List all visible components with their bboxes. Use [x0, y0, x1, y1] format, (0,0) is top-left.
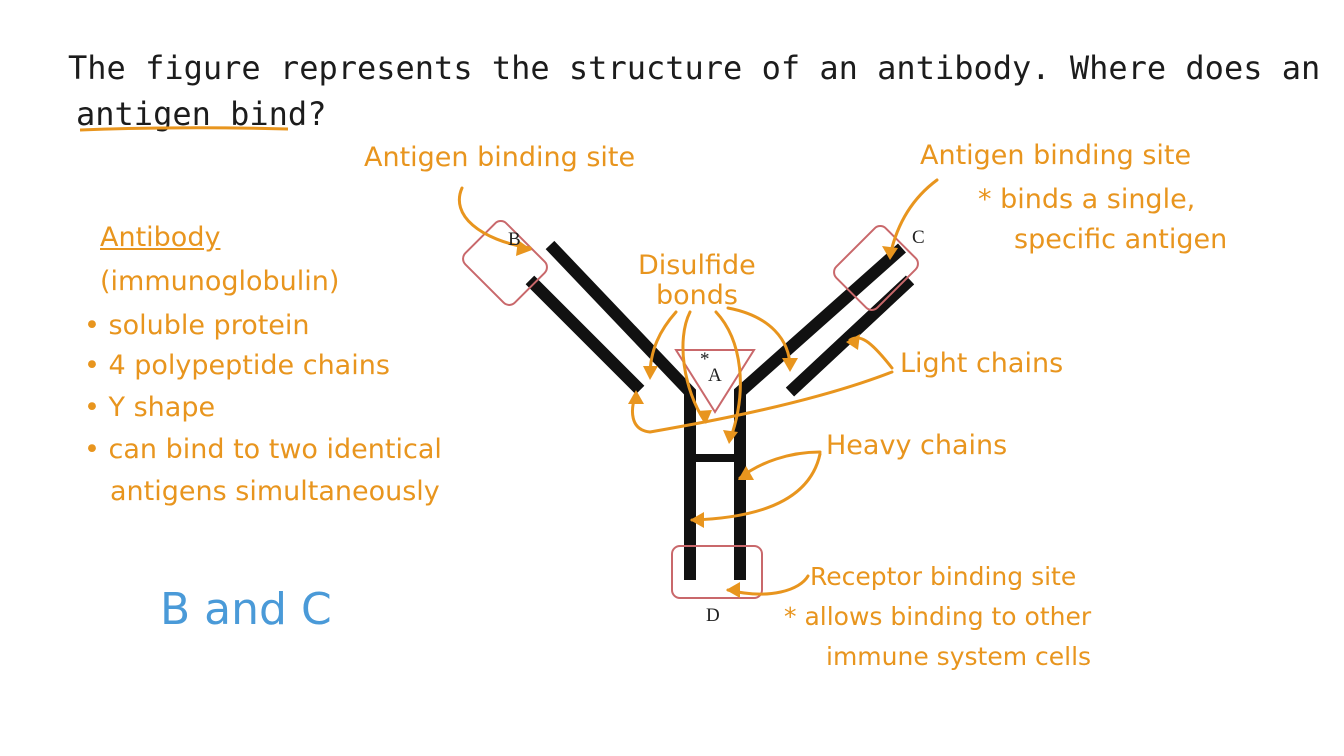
antigen-site-right-note-1: * binds a single,	[978, 184, 1196, 215]
label-b: B	[508, 229, 521, 250]
arrow-light-2	[631, 370, 894, 434]
label-a-asterisk: *	[700, 349, 710, 370]
label-d: D	[706, 605, 720, 626]
arrow-heads	[516, 240, 898, 598]
light-chains-shape	[525, 275, 915, 397]
arrow-heavy-1	[738, 450, 822, 480]
label-a: A	[708, 365, 722, 386]
notes-bullet-3: • Y shape	[84, 392, 216, 423]
answer-text: B and C	[160, 584, 332, 635]
question-underline	[79, 126, 289, 132]
binding-box-c	[833, 225, 919, 311]
bullet-text: can bind to two identical	[108, 434, 442, 465]
antigen-site-right-label: Antigen binding site	[920, 140, 1192, 171]
disulfide-label-2: bonds	[656, 280, 738, 311]
disulfide-label-1: Disulfide	[638, 250, 756, 281]
light-chains-label: Light chains	[900, 348, 1064, 379]
bullet-text: Y shape	[108, 392, 216, 423]
question-line-1: The figure represents the structure of a…	[68, 49, 1321, 87]
question-line-2: antigen bind?	[76, 98, 326, 130]
label-c: C	[912, 227, 925, 248]
antigen-site-left-label: Antigen binding site	[364, 142, 636, 173]
region-a-triangle	[674, 349, 756, 414]
arrow-disulfide-3	[714, 310, 742, 442]
arrow-receptor	[726, 574, 810, 596]
question-mark: ?	[307, 95, 327, 133]
notes-bullet-2: • 4 polypeptide chains	[84, 350, 390, 381]
bullet-text: soluble protein	[108, 310, 310, 341]
antigen-site-right-note-2: specific antigen	[1014, 224, 1228, 255]
receptor-note-2: immune system cells	[826, 642, 1092, 671]
bullet-text: 4 polypeptide chains	[108, 350, 390, 381]
notes-bullet-1: • soluble protein	[84, 310, 310, 341]
arrow-disulfide-2	[681, 310, 706, 422]
receptor-label: Receptor binding site	[810, 562, 1077, 591]
arrow-heavy-2	[690, 452, 822, 522]
notes-subtitle: (immunoglobulin)	[100, 266, 340, 297]
question-keyword: antigen bind	[76, 95, 308, 133]
arrow-antigen-left	[457, 186, 532, 250]
notes-bullet-4: • can bind to two identical	[84, 434, 442, 465]
notes-bullet-4-cont: antigens simultaneously	[110, 476, 440, 507]
binding-box-b	[462, 220, 548, 306]
binding-box-d	[671, 545, 763, 599]
receptor-note-1: * allows binding to other	[784, 602, 1092, 631]
notes-title: Antibody	[100, 222, 221, 253]
heavy-chains-label: Heavy chains	[826, 430, 1008, 461]
